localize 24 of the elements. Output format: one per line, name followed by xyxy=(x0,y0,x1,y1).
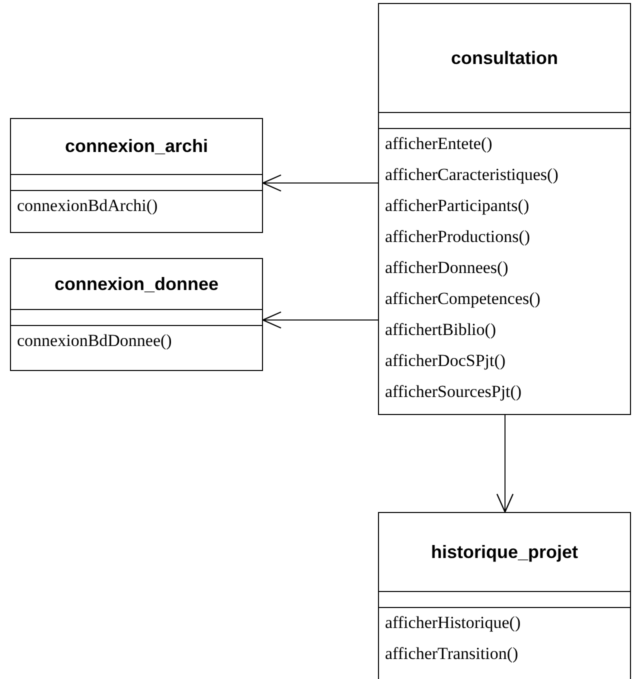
class-name: connexion_donnee xyxy=(54,274,219,294)
arrow xyxy=(262,174,378,192)
method-name: affichertBiblio() xyxy=(385,320,496,339)
class-box xyxy=(10,258,263,371)
method-name: afficherEntete() xyxy=(385,134,492,153)
class-box xyxy=(10,118,263,233)
class-name: consultation xyxy=(451,48,558,68)
method-name: connexionBdDonnee() xyxy=(17,331,172,350)
method-name: afficherCompetences() xyxy=(385,289,540,308)
class-box xyxy=(378,512,631,679)
method-name: afficherTransition() xyxy=(385,644,518,663)
arrow xyxy=(262,311,378,329)
class-name: connexion_archi xyxy=(64,136,208,157)
method-name: afficherDocSPjt() xyxy=(385,351,506,370)
method-name: afficherDonnees() xyxy=(385,258,508,277)
method-name: afficherHistorique() xyxy=(385,613,521,632)
method-name: connexionBdArchi() xyxy=(17,196,158,215)
method-name: afficherProductions() xyxy=(385,227,530,246)
class-box xyxy=(378,3,631,415)
class-name: historique_projet xyxy=(430,542,578,562)
method-name: afficherParticipants() xyxy=(385,196,530,215)
method-name: afficherSourcesPjt() xyxy=(385,382,522,401)
arrow xyxy=(496,414,514,513)
method-name: afficherCaracteristiques() xyxy=(385,165,558,184)
